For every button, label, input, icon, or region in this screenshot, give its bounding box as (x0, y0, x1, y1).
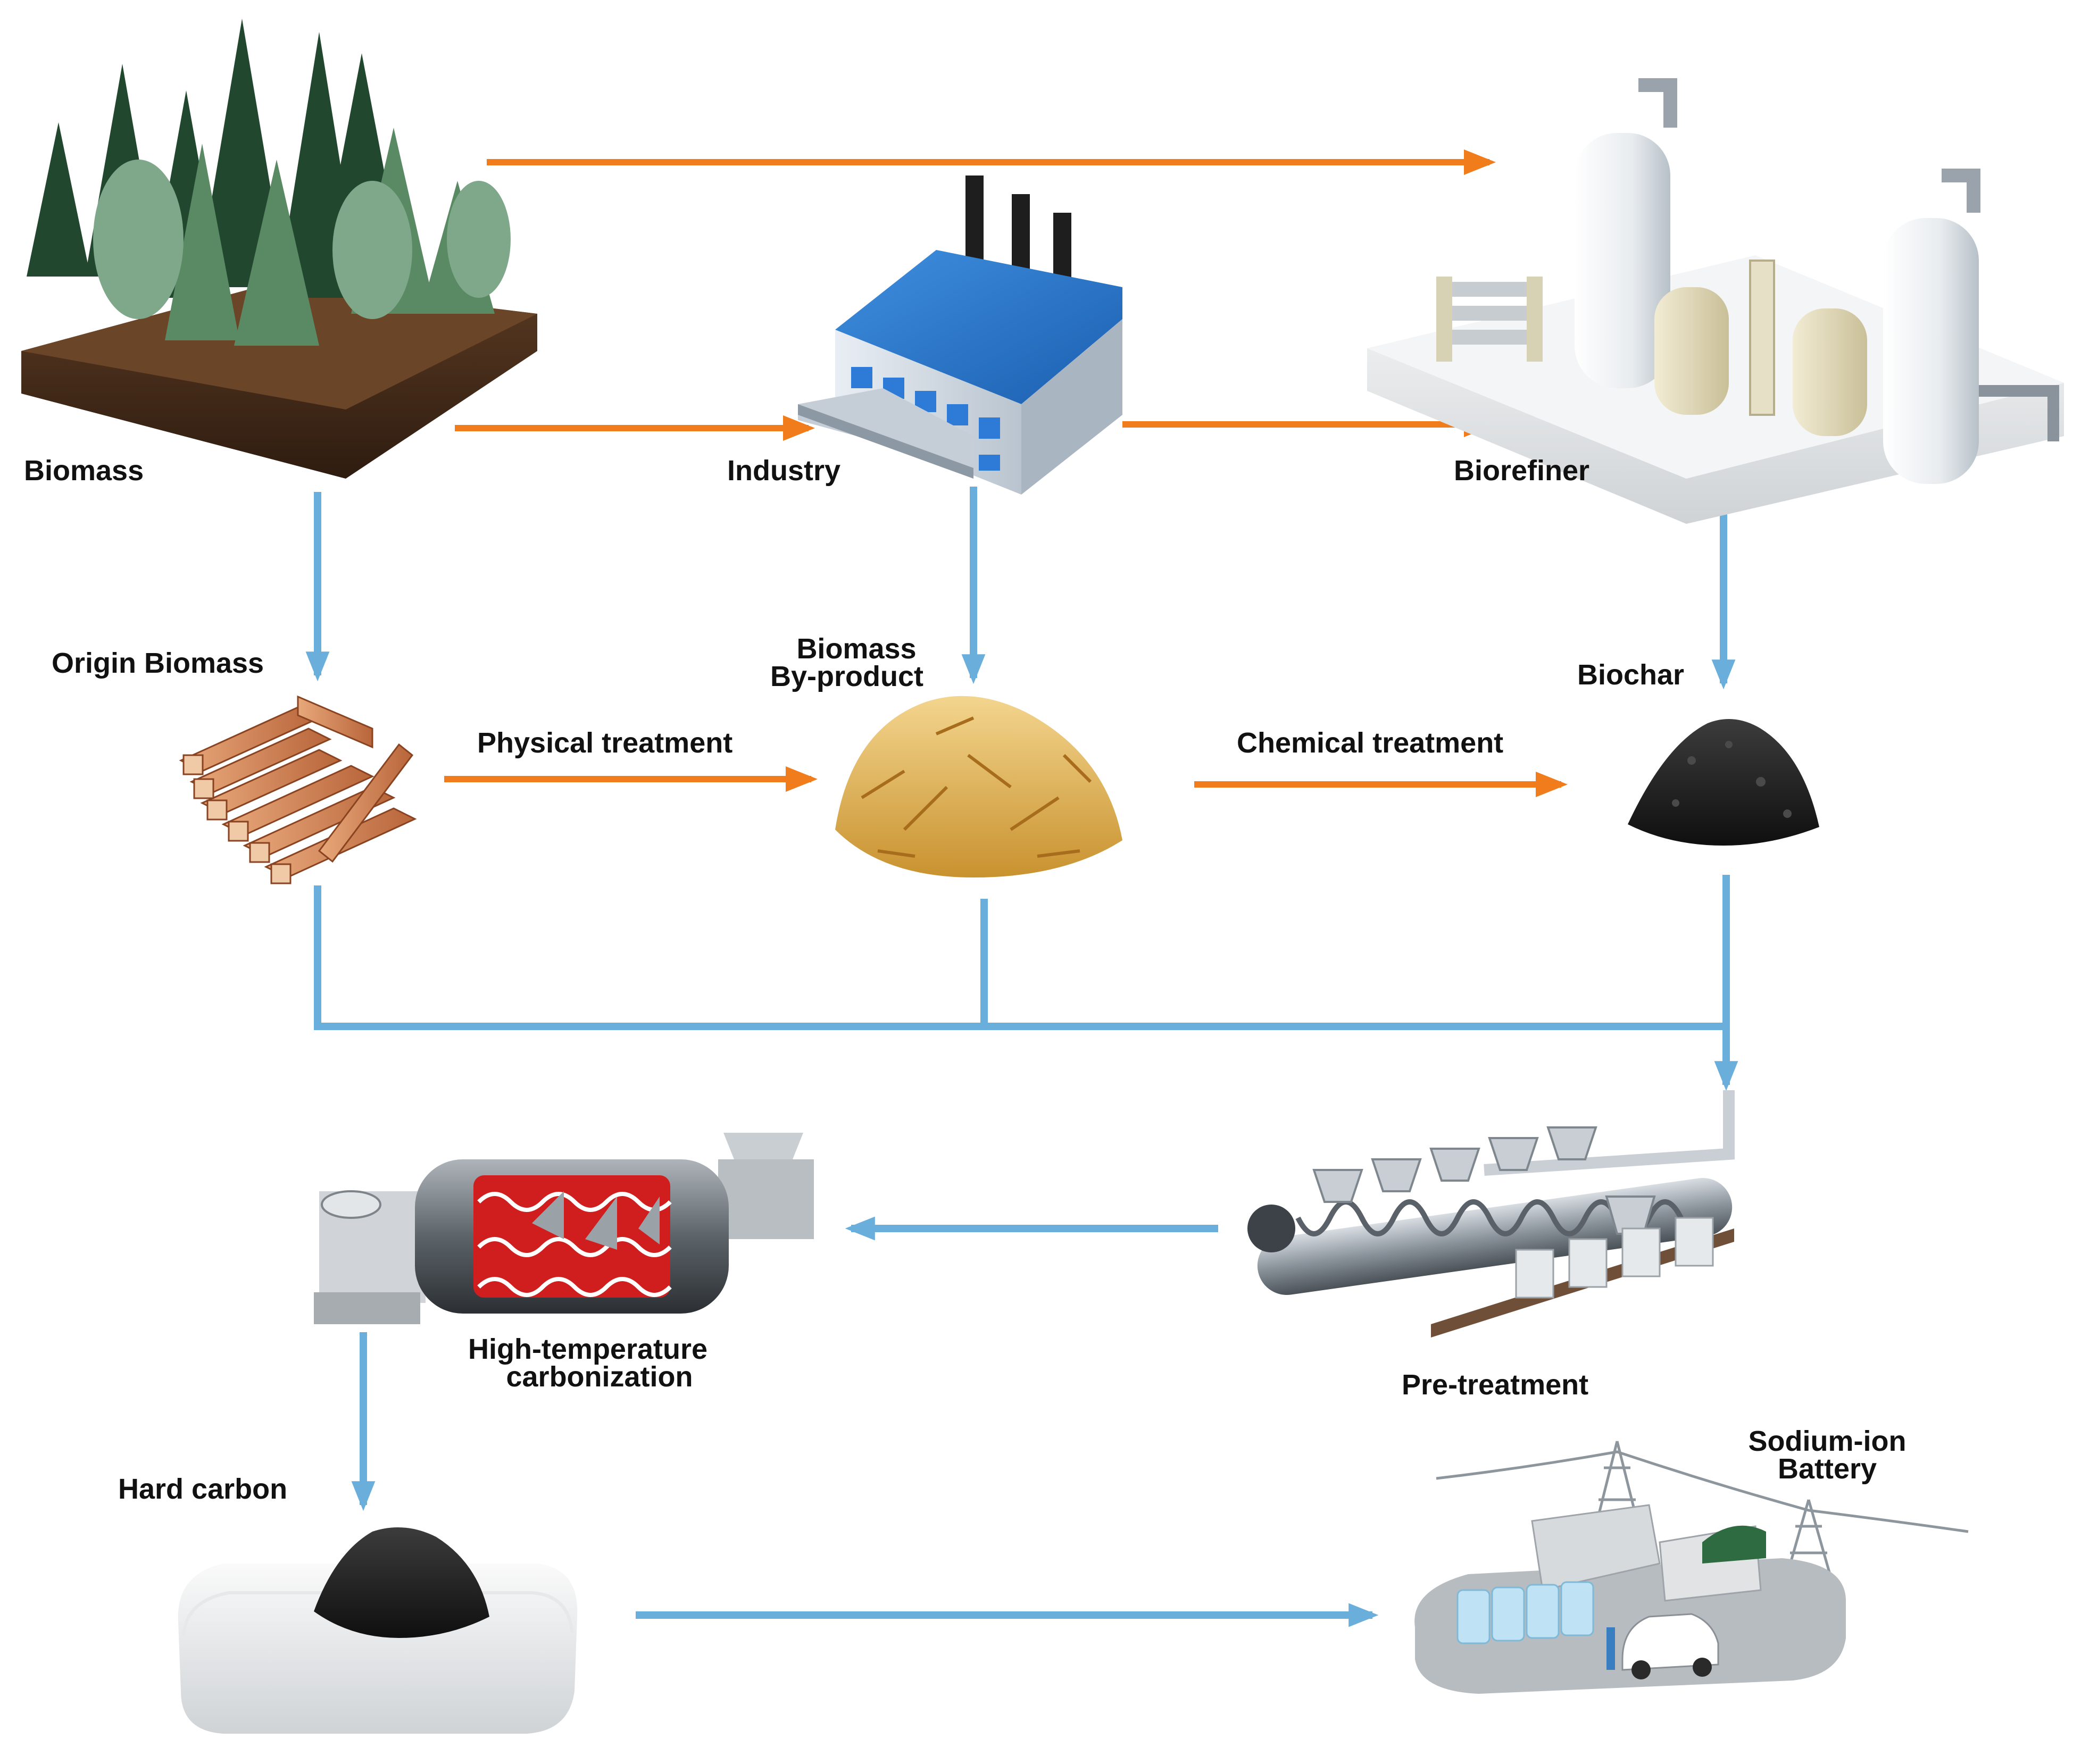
label-battery-line2: Battery (1778, 1453, 1877, 1485)
label-biomass-byproduct-line2: By-product (770, 661, 923, 692)
label-industry: Industry (727, 455, 840, 487)
label-biorefiner: Biorefiner (1454, 455, 1589, 487)
label-battery-line1: Sodium-ion (1749, 1425, 1907, 1457)
blue-collector-lines (314, 885, 1726, 1030)
wood-pile-icon (179, 695, 417, 884)
label-chemical-treatment: Chemical treatment (1237, 727, 1503, 759)
label-pretreatment: Pre-treatment (1402, 1369, 1588, 1401)
biochar-pile-icon (1628, 719, 1819, 846)
label-carbonization-line2: carbonization (506, 1361, 693, 1393)
battery-station-icon (1414, 1441, 1969, 1694)
label-carbonization-line1: High-temperature (468, 1333, 707, 1365)
label-biochar: Biochar (1577, 659, 1684, 691)
factory-icon (798, 175, 1122, 495)
biorefinery-icon (1367, 78, 2064, 524)
label-physical-treatment: Physical treatment (477, 727, 732, 759)
straw-pile-icon (835, 696, 1122, 877)
rotary-kiln-icon (314, 1133, 814, 1324)
hard-carbon-icon (178, 1527, 578, 1734)
label-hard-carbon: Hard carbon (118, 1473, 287, 1505)
label-biomass: Biomass (24, 455, 144, 487)
forest-icon (21, 19, 537, 479)
screw-conveyor-icon (1247, 1090, 1735, 1337)
label-biomass-byproduct-line1: Biomass (796, 633, 916, 665)
label-origin-biomass: Origin Biomass (52, 647, 264, 679)
